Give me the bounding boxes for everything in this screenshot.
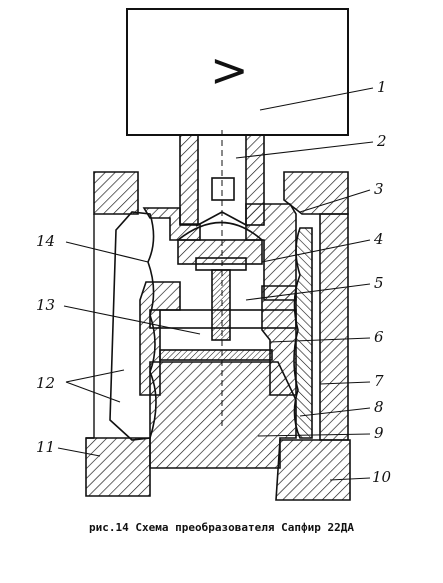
callout-10: 10 (372, 468, 392, 486)
separating-membrane (159, 349, 273, 361)
callout-9: 9 (374, 424, 384, 442)
callout-5: 5 (374, 274, 384, 292)
base-body (149, 361, 297, 469)
housing-right-body (319, 213, 349, 441)
callout-14: 14 (36, 232, 55, 250)
housing-left-bottom (85, 437, 151, 497)
callout-3: 3 (374, 180, 384, 198)
amplifier-block (126, 8, 349, 136)
amplifier-symbol: > (210, 43, 249, 97)
callout-1: 1 (377, 78, 387, 96)
callout-4: 4 (373, 230, 384, 248)
callout-8: 8 (374, 398, 384, 416)
callout-2: 2 (376, 132, 387, 150)
housing-right-top (283, 171, 349, 215)
lever-rod (211, 269, 231, 341)
callout-7: 7 (374, 372, 384, 390)
diaphragm-holder (177, 239, 263, 265)
callout-11: 11 (36, 438, 55, 456)
housing-left-top (93, 171, 139, 215)
sensor-diaphragm (177, 221, 263, 241)
callout-6: 6 (374, 328, 384, 346)
callout-13: 13 (36, 296, 55, 314)
lead-connector (211, 177, 235, 201)
separating-plate (149, 309, 297, 329)
neck-tube-left-wall (179, 134, 199, 226)
figure-caption: рис.14 Схема преобразователя Сапфир 22ДА (89, 521, 354, 534)
housing-right-bottom (275, 439, 351, 501)
callout-12: 12 (36, 374, 55, 392)
